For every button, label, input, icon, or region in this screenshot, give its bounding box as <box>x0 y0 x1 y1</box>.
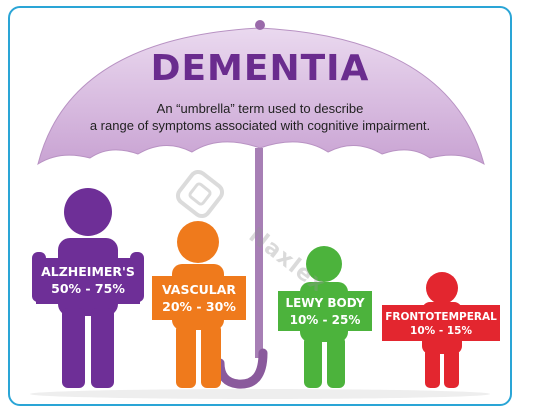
subtitle-line-1: An “umbrella” term used to describe <box>156 101 364 116</box>
frontotemporal-percent: 10% - 15% <box>410 325 472 337</box>
lewy-body-percent: 10% - 25% <box>289 313 361 327</box>
watermark-logo <box>175 169 225 219</box>
lewy-body-sign: LEWY BODY 10% - 25% <box>278 291 372 331</box>
vascular-percent: 20% - 30% <box>162 299 236 314</box>
title: DEMENTIA <box>150 48 370 89</box>
subtitle: An “umbrella” term used to describe a ra… <box>50 100 470 134</box>
alzheimers-label: ALZHEIMER'S <box>41 264 135 279</box>
vascular-label: VASCULAR <box>161 282 237 297</box>
frontotemporal-sign: FRONTOTEMPERAL 10% - 15% <box>382 305 500 341</box>
umbrella-pole <box>255 148 263 358</box>
vascular-sign: VASCULAR 20% - 30% <box>152 276 246 320</box>
lewy-body-label: LEWY BODY <box>285 296 365 310</box>
umbrella-tip <box>255 20 265 30</box>
frontotemporal-label: FRONTOTEMPERAL <box>385 311 497 323</box>
umbrella-handle <box>215 348 268 389</box>
alzheimers-percent: 50% - 75% <box>51 281 125 296</box>
alzheimers-sign: ALZHEIMER'S 50% - 75% <box>36 258 140 304</box>
infographic-frame: DEMENTIA An “umbrella” term used to desc… <box>8 6 512 406</box>
subtitle-line-2: a range of symptoms associated with cogn… <box>89 118 431 133</box>
